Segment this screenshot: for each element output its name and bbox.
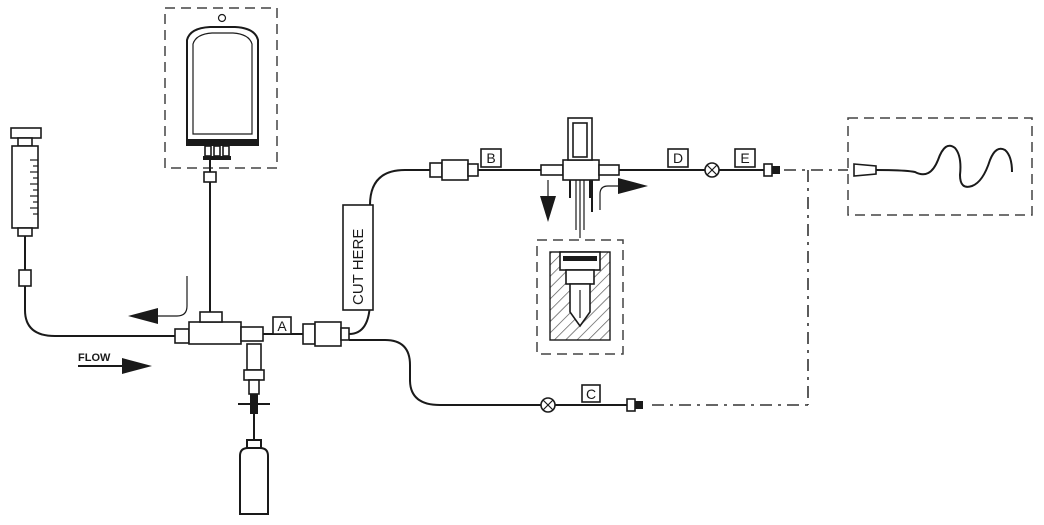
catheter-tip [853,163,877,177]
label-b: B [480,148,502,168]
iv-bag-port-left [204,145,212,157]
dashed-connections [652,169,848,406]
syringe-luer-connector [18,269,32,287]
vial-body [239,447,269,515]
label-b-text: B [486,150,495,166]
cut-tubing: CUT HERE [342,169,430,335]
syringe-graduations [30,159,38,215]
syringe-tubing [24,286,175,337]
iv-bag-dashed-box [164,7,278,169]
manifold-right-fitting [240,326,264,342]
detail-neck [565,269,595,285]
syringe-plunger-head [10,127,42,139]
flow-arrow-icon [122,358,152,374]
end-connector-lower [626,398,636,412]
label-c: C [581,384,601,403]
stopcock-lower [248,379,260,395]
cut-here-label: CUT HERE [350,229,367,305]
syringe [10,127,175,337]
label-e: E [734,148,756,168]
transducer-body [562,159,600,181]
label-d: D [667,148,689,168]
iv-bag-seal [186,140,259,146]
detail-dashed-box [536,239,624,355]
syringe-barrel [11,145,39,229]
label-c-text: C [586,386,596,402]
transducer-fitting-right [598,164,620,176]
transducer-fitting-left [540,164,564,176]
manifold-top-port [199,311,223,323]
valve-e-icon [704,162,720,178]
drip-connector [203,171,217,183]
cut-connector-right [340,327,350,341]
connector-b-left [429,162,443,178]
spike-hub [250,394,258,414]
manifold-body [188,321,242,345]
cut-connector-body [314,321,342,347]
syringe-plunger-neck [17,137,33,147]
iv-bag [164,7,278,169]
flow-indicator: FLOW [78,352,152,374]
syringe-tip [17,227,33,237]
right-arrow-icon [599,178,648,210]
label-a-text: A [277,318,287,334]
iv-bag-port-right [222,145,230,157]
lower-line [349,339,643,413]
label-d-text: D [673,150,683,166]
vial-neck [246,439,262,448]
valve-c-icon [540,397,556,413]
flow-label: FLOW [78,352,111,364]
label-a: A [272,316,292,335]
stopcock-valve [243,369,265,381]
transducer-detail [536,239,624,355]
transducer-dome-inner [572,122,588,158]
iv-bag-inner-outline [192,32,253,135]
pressure-line [429,117,764,238]
label-e-text: E [740,150,749,166]
pressure-waveform [875,144,1013,188]
connector-b-right [467,163,479,177]
stopcock-stem [246,343,262,371]
cut-here-box [342,204,374,311]
waveform-monitor [847,117,1033,216]
manifold-left-fitting [174,328,190,344]
lower-tubing [349,339,541,406]
drip-line [203,160,217,315]
iv-bag-port-middle [213,145,221,157]
down-arrow-icon [540,180,556,222]
left-arrow-icon [128,276,188,324]
iv-bag-port-cap [203,156,231,160]
manifold [174,311,350,347]
cut-connector-left [302,323,316,345]
connector-b-body [441,159,469,181]
end-connector-top [763,163,780,177]
iv-bag-hanger-hole [217,13,227,23]
vial-assembly [238,343,270,515]
iv-bag-body [186,26,259,141]
waveform-dashed-box [847,117,1033,216]
